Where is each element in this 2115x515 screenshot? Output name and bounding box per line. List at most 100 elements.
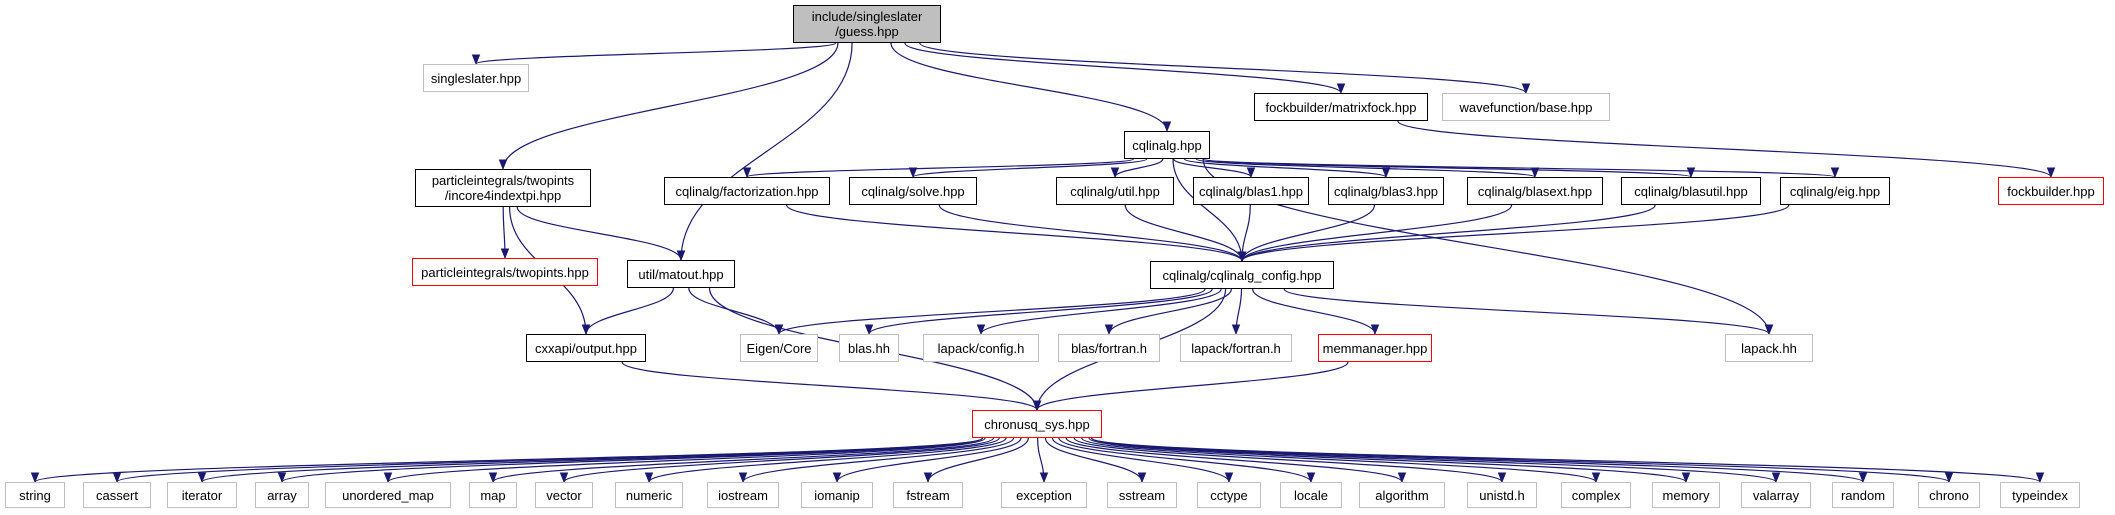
- edge-chronusq_sys-to-iomanip: [832, 437, 1022, 484]
- node-locale: locale: [1280, 482, 1342, 508]
- edge-chronusq_sys-to-vector: [559, 437, 1000, 484]
- edge-guess-to-matout: [676, 42, 853, 262]
- node-matrixfock-hpp[interactable]: fockbuilder/matrixfock.hpp: [1254, 93, 1428, 121]
- node-blasext-hpp[interactable]: cqlinalg/blasext.hpp: [1467, 177, 1603, 205]
- edge-matrixfock-to-fockbuilder: [1397, 120, 2056, 179]
- node-algorithm: algorithm: [1359, 482, 1445, 508]
- edge-guess-to-singleslater: [472, 42, 837, 66]
- edge-config-to-memmanager: [1252, 288, 1380, 336]
- edge-chronusq_sys-to-algorithm: [1065, 437, 1407, 484]
- node-util-hpp[interactable]: cqlinalg/util.hpp: [1056, 177, 1174, 205]
- edge-guess-to-cqlinalg: [890, 42, 1172, 133]
- node-map: map: [469, 482, 517, 508]
- edge-chronusq_sys-to-sstream: [1044, 437, 1147, 484]
- node-fstream: fstream: [893, 482, 963, 508]
- edge-chronusq_sys-to-cctype: [1051, 437, 1234, 484]
- edge-cqlinalg-to-util: [1110, 158, 1164, 179]
- edge-config-to-lapackhh: [1283, 288, 1774, 336]
- edge-chronusq_sys-to-typeindex: [1091, 437, 2044, 484]
- edge-twopints_incore-to-twopints: [500, 206, 510, 260]
- node-memmanager-hpp[interactable]: memmanager.hpp: [1318, 334, 1432, 362]
- edge-blasext-to-config: [1237, 204, 1513, 263]
- node-valarray: valarray: [1741, 482, 1811, 508]
- edge-blasutil-to-config: [1237, 204, 1656, 263]
- node-blas-hh: blas.hh: [839, 334, 899, 362]
- edge-twopints_incore-to-matout: [516, 206, 686, 262]
- edge-chronusq_sys-to-exception: [1037, 437, 1049, 484]
- edge-chronusq_sys-to-locale: [1058, 437, 1316, 484]
- edge-chronusq_sys-to-complex: [1081, 437, 1601, 484]
- edge-guess-to-matrixfock: [904, 42, 1346, 95]
- edge-config-to-lapackfortran: [1231, 288, 1243, 336]
- node-cassert: cassert: [83, 482, 151, 508]
- edge-blas3-to-config: [1237, 204, 1376, 263]
- node-unordered-map: unordered_map: [325, 482, 451, 508]
- node-numeric: numeric: [615, 482, 683, 508]
- node-guess-hpp: include/singleslater /guess.hpp: [793, 5, 941, 43]
- node-vector: vector: [535, 482, 593, 508]
- edge-output-to-chronusq_sys: [621, 361, 1042, 412]
- node-complex: complex: [1561, 482, 1631, 508]
- edge-cqlinalg-to-eig: [1202, 158, 1839, 179]
- node-memory: memory: [1652, 482, 1720, 508]
- edge-solve-to-config: [938, 204, 1247, 263]
- node-blas1-hpp[interactable]: cqlinalg/blas1.hpp: [1193, 177, 1309, 205]
- node-output-hpp[interactable]: cxxapi/output.hpp: [526, 334, 646, 362]
- node-blas3-hpp[interactable]: cqlinalg/blas3.hpp: [1328, 177, 1444, 205]
- node-blasutil-hpp[interactable]: cqlinalg/blasutil.hpp: [1621, 177, 1761, 205]
- node-solve-hpp[interactable]: cqlinalg/solve.hpp: [849, 177, 977, 205]
- edge-factorization-to-config: [786, 204, 1247, 263]
- node-matout-hpp[interactable]: util/matout.hpp: [627, 260, 735, 288]
- node-blas-fortran-h: blas/fortran.h: [1058, 334, 1160, 362]
- edge-cqlinalg-to-solve: [908, 158, 1148, 179]
- edge-cqlinalg-to-config: [1172, 158, 1247, 263]
- edge-cqlinalg-to-blas3: [1183, 158, 1391, 179]
- edge-memmanager-to-chronusq_sys: [1032, 361, 1349, 412]
- node-cqlinalg-hpp[interactable]: cqlinalg.hpp: [1124, 131, 1210, 159]
- edge-config-to-lapackconfig: [976, 288, 1222, 336]
- node-unistd-h: unistd.h: [1467, 482, 1537, 508]
- edge-config-to-blashh: [864, 288, 1213, 336]
- edge-matout-to-output: [581, 287, 674, 336]
- edge-eig-to-config: [1237, 204, 1790, 263]
- node-chronusq-sys-hpp[interactable]: chronusq_sys.hpp: [972, 410, 1102, 438]
- edge-config-to-eigencore: [774, 288, 1206, 336]
- edge-cqlinalg-to-factorization: [743, 158, 1134, 179]
- node-array: array: [255, 482, 309, 508]
- node-lapack-hh: lapack.hh: [1725, 334, 1813, 362]
- node-eig-hpp[interactable]: cqlinalg/eig.hpp: [1780, 177, 1890, 205]
- edge-chronusq_sys-to-map: [488, 437, 995, 484]
- edge-config-to-blasfortran: [1104, 288, 1232, 336]
- edge-guess-to-wfbase: [919, 42, 1531, 95]
- node-factorization-hpp[interactable]: cqlinalg/factorization.hpp: [664, 177, 830, 205]
- node-iterator: iterator: [167, 482, 237, 508]
- node-iostream: iostream: [707, 482, 779, 508]
- edge-chronusq_sys-to-unistd: [1073, 437, 1507, 484]
- node-eigen-core: Eigen/Core: [740, 334, 818, 362]
- edge-chronusq_sys-to-unordered_map: [383, 437, 986, 484]
- node-wavefunction-base-hpp: wavefunction/base.hpp: [1442, 93, 1610, 121]
- node-exception: exception: [1001, 482, 1087, 508]
- edge-chronusq_sys-to-numeric: [644, 437, 1007, 484]
- node-iomanip: iomanip: [801, 482, 873, 508]
- edge-guess-to-twopints_incore: [498, 42, 839, 171]
- node-string: string: [5, 482, 65, 508]
- node-twopints-hpp[interactable]: particleintegrals/twopints.hpp: [412, 258, 598, 286]
- node-sstream: sstream: [1107, 482, 1177, 508]
- node-singleslater-hpp: singleslater.hpp: [423, 64, 529, 92]
- edge-util-to-config: [1124, 204, 1247, 263]
- edge-chronusq_sys-to-iostream: [738, 437, 1015, 484]
- node-fockbuilder-hpp[interactable]: fockbuilder.hpp: [1998, 177, 2104, 205]
- edge-cqlinalg-to-blasext: [1195, 158, 1539, 179]
- edge-chronusq_sys-to-fstream: [923, 437, 1029, 484]
- node-cctype: cctype: [1197, 482, 1261, 508]
- node-incore4indextpi-hpp[interactable]: particleintegrals/twopints /incore4index…: [415, 169, 591, 207]
- node-chrono: chrono: [1918, 482, 1980, 508]
- edge-cqlinalg-to-blas1: [1173, 158, 1256, 179]
- node-cqlinalg-config-hpp[interactable]: cqlinalg/cqlinalg_config.hpp: [1150, 261, 1334, 289]
- node-random: random: [1832, 482, 1894, 508]
- edge-chronusq_sys-to-array: [278, 437, 983, 484]
- node-lapack-fortran-h: lapack/fortran.h: [1180, 334, 1292, 362]
